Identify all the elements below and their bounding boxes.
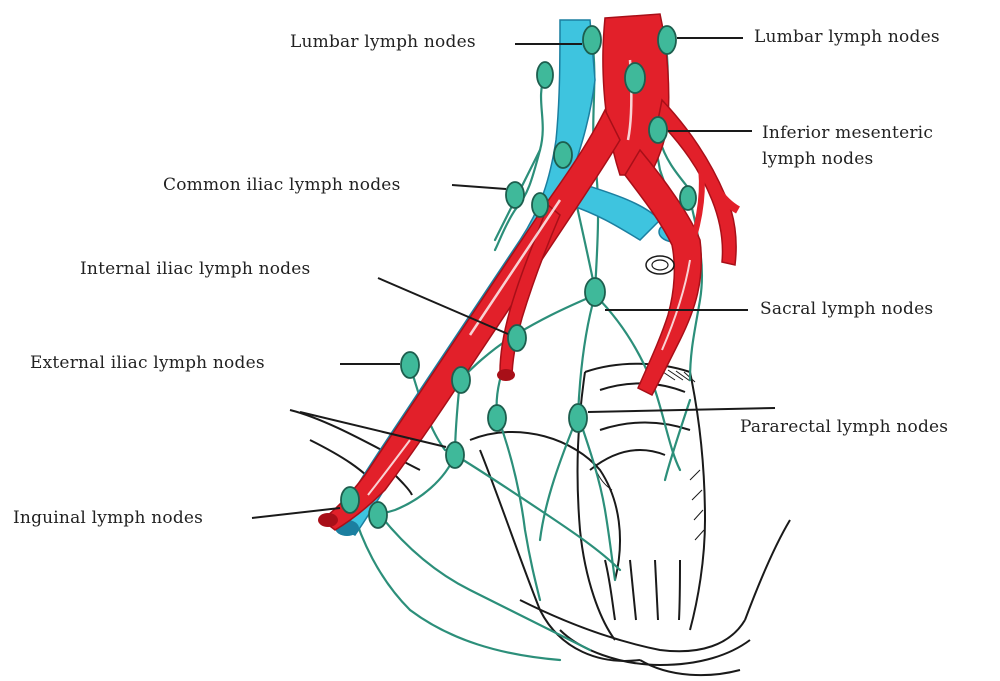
inferior-mesenteric-node — [649, 117, 667, 143]
label-inguinal-lymph-nodes: Inguinal lymph nodes — [13, 505, 203, 531]
common-iliac-node — [554, 142, 572, 168]
label-external-iliac-lymph-nodes: External iliac lymph nodes — [30, 350, 265, 376]
inguinal-node — [341, 487, 359, 513]
label-lumbar-lymph-nodes-right: Lumbar lymph nodes — [754, 24, 940, 50]
common-iliac-node — [680, 186, 696, 210]
pararectal-node — [569, 404, 587, 432]
label-inferior-mesenteric-line1: Inferior mesenteric — [762, 120, 933, 146]
common-iliac-node — [532, 193, 548, 217]
lumbar-node — [658, 26, 676, 54]
label-lumbar-lymph-nodes-left: Lumbar lymph nodes — [290, 29, 476, 55]
label-inferior-mesenteric-line2: lymph nodes — [762, 146, 933, 172]
lumbar-node — [537, 62, 553, 88]
lumbar-node — [625, 63, 645, 93]
label-common-iliac-lymph-nodes: Common iliac lymph nodes — [163, 172, 401, 198]
external-iliac-node — [452, 367, 470, 393]
label-internal-iliac-lymph-nodes: Internal iliac lymph nodes — [80, 256, 310, 282]
label-pararectal-lymph-nodes: Pararectal lymph nodes — [740, 414, 948, 440]
label-sacral-lymph-nodes: Sacral lymph nodes — [760, 296, 933, 322]
internal-iliac-node — [508, 325, 526, 351]
common-iliac-node — [506, 182, 524, 208]
lumbar-node — [583, 26, 601, 54]
external-iliac-node — [488, 405, 506, 431]
inguinal-node — [369, 502, 387, 528]
sacral-node — [585, 278, 605, 306]
external-iliac-node — [401, 352, 419, 378]
rectum-hatching — [596, 370, 704, 540]
external-iliac-node — [446, 442, 464, 468]
leader-common-iliac — [452, 185, 506, 189]
label-inferior-mesenteric-lymph-nodes: Inferior mesenteric lymph nodes — [762, 120, 933, 172]
leader-pararectal — [588, 408, 775, 412]
artery — [318, 14, 738, 530]
